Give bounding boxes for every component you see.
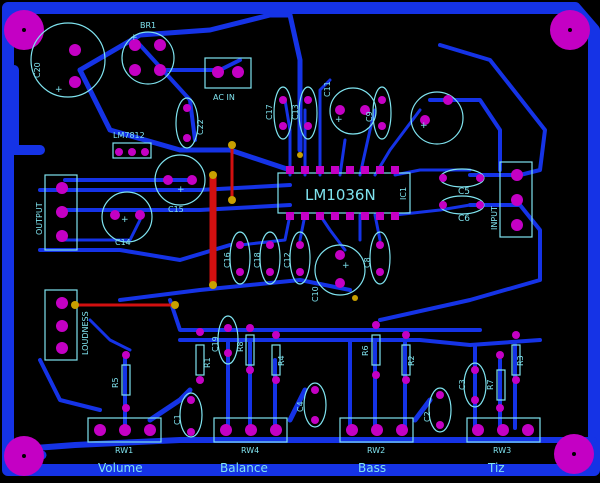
r4-label: R4	[277, 355, 286, 366]
c5-label: C5	[458, 187, 470, 197]
jumper-wires	[73, 143, 234, 307]
svg-text:+: +	[130, 33, 138, 43]
bass-label: Bass	[358, 461, 386, 475]
r5-label: R5	[111, 377, 120, 388]
input-label: INPUT	[490, 206, 499, 230]
c8-label: C8	[363, 257, 372, 268]
vias	[71, 141, 358, 309]
mounting-holes	[4, 10, 594, 476]
c3-label: C3	[458, 379, 467, 390]
r6-label: R6	[361, 345, 370, 356]
c2-label: C2	[423, 411, 432, 422]
svg-text:+: +	[177, 185, 185, 195]
c16-label: C16	[223, 252, 232, 268]
c18-label: C18	[253, 252, 262, 268]
c19-label: C19	[211, 336, 220, 352]
ic-label: LM1036N	[305, 186, 376, 204]
loudness-label: LOUDNESS	[81, 311, 90, 355]
c11-label: C11	[323, 81, 332, 97]
r2-label: R2	[407, 355, 416, 366]
c17-label: C17	[265, 104, 274, 120]
c10-label: C10	[311, 286, 320, 302]
svg-text:+: +	[55, 85, 63, 95]
r3-label: R3	[516, 355, 525, 366]
c12-label: C12	[283, 252, 292, 268]
svg-text:+: +	[420, 121, 428, 131]
r7-label: R7	[486, 379, 495, 390]
r8-label: R8	[236, 341, 245, 352]
r1-label: R1	[203, 357, 212, 368]
c14-label: C14	[115, 238, 131, 247]
ac-in-label: AC IN	[213, 93, 235, 102]
svg-text:+: +	[335, 115, 343, 125]
volume-label: Volume	[98, 461, 143, 475]
pot-rw3-label: RW3	[493, 446, 511, 455]
svg-text:+: +	[342, 261, 350, 271]
tiz-label: Tiz	[487, 461, 505, 475]
regulator-label: LM7812	[113, 131, 145, 140]
br1-label: BR1	[140, 21, 156, 30]
svg-text:+: +	[121, 215, 129, 225]
c6-label: C6	[458, 214, 470, 224]
c13-label: C13	[291, 104, 300, 120]
balance-label: Balance	[220, 461, 268, 475]
polarity-marks: + + + + + + +	[55, 33, 428, 271]
ic-pads	[286, 166, 399, 220]
c20-label: C20	[33, 62, 42, 78]
c9-label: C9	[365, 111, 374, 122]
pot-rw4-label: RW4	[241, 446, 259, 455]
pot-rw2-label: RW2	[367, 446, 385, 455]
ic-ref: IC1	[399, 187, 408, 200]
c15-label: C15	[168, 205, 184, 214]
pot-rw1-label: RW1	[115, 446, 133, 455]
c4-label: C4	[296, 401, 305, 412]
output-label: OUTPUT	[35, 202, 44, 235]
c22-label: C22	[196, 119, 205, 135]
pads	[56, 39, 534, 436]
c1-label: C1	[173, 414, 182, 425]
copper-layer	[2, 2, 600, 476]
